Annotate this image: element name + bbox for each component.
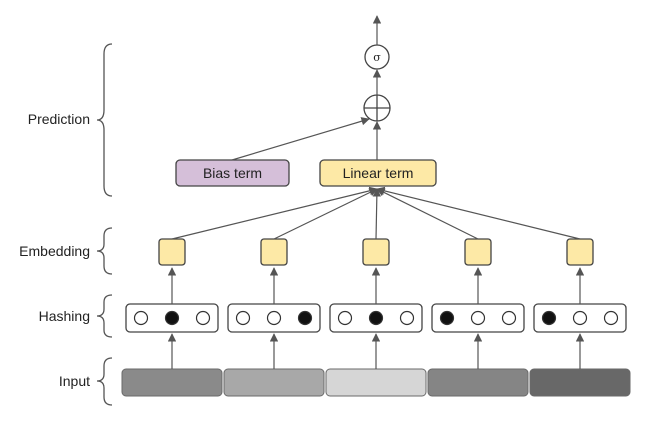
linear-term-box: Linear term	[319, 159, 437, 187]
hash-bit-inactive	[235, 310, 251, 326]
hashing-group	[227, 303, 321, 333]
hash-bit-inactive	[470, 310, 486, 326]
embed-arrow	[171, 186, 378, 240]
embedding-to-linear-arrows	[171, 186, 581, 240]
hash-bit-active	[164, 310, 180, 326]
input-bar	[121, 368, 631, 397]
label-prediction: Prediction	[28, 111, 90, 127]
embed-arrow	[372, 188, 382, 240]
sigmoid-symbol: σ	[373, 51, 381, 64]
sum-node	[363, 94, 391, 122]
label-hashing: Hashing	[39, 308, 90, 324]
input-segment	[121, 368, 223, 397]
brace-prediction	[96, 43, 113, 197]
hashing-group	[533, 303, 627, 333]
embed-arrow	[376, 188, 479, 240]
label-embedding: Embedding	[19, 243, 90, 259]
brace-embedding	[96, 227, 113, 275]
brace-input	[96, 357, 113, 406]
input-segment	[325, 368, 427, 397]
hash-bit-active	[439, 310, 455, 326]
linear-term-label: Linear term	[343, 165, 414, 181]
embedding-box	[464, 238, 492, 266]
embedding-box	[260, 238, 288, 266]
linear-term-rect	[319, 159, 437, 187]
embed-arrow	[273, 188, 378, 240]
input-to-hashing-arrows	[167, 333, 585, 369]
hash-bit-inactive	[133, 310, 149, 326]
embedding-layer	[158, 238, 594, 266]
label-input: Input	[59, 373, 90, 389]
brace-hashing	[96, 294, 113, 338]
hash-bit-active	[541, 310, 557, 326]
hash-bit-active	[297, 310, 313, 326]
sigmoid-node: σ	[364, 44, 390, 70]
hash-bit-inactive	[603, 310, 619, 326]
hash-bit-inactive	[266, 310, 282, 326]
bias-term-box: Bias term	[175, 159, 290, 187]
bias-term-label: Bias term	[203, 165, 262, 181]
hash-bit-active	[368, 310, 384, 326]
hash-bit-inactive	[337, 310, 353, 326]
hashing-group	[431, 303, 525, 333]
input-segment	[529, 368, 631, 397]
hashing-layer	[125, 303, 627, 333]
hashing-to-embedding-arrows	[167, 267, 585, 304]
embedding-box	[158, 238, 186, 266]
embed-arrow	[376, 186, 581, 240]
hashing-group	[329, 303, 423, 333]
embedding-box	[362, 238, 390, 266]
hash-bit-inactive	[399, 310, 415, 326]
hash-bit-inactive	[572, 310, 588, 326]
bias-to-sum-arrow	[231, 117, 370, 161]
input-segment	[223, 368, 325, 397]
embedding-box	[566, 238, 594, 266]
layer-braces	[96, 43, 113, 406]
hash-bit-inactive	[195, 310, 211, 326]
hashing-group	[125, 303, 219, 333]
hash-bit-inactive	[501, 310, 517, 326]
input-segment	[427, 368, 529, 397]
